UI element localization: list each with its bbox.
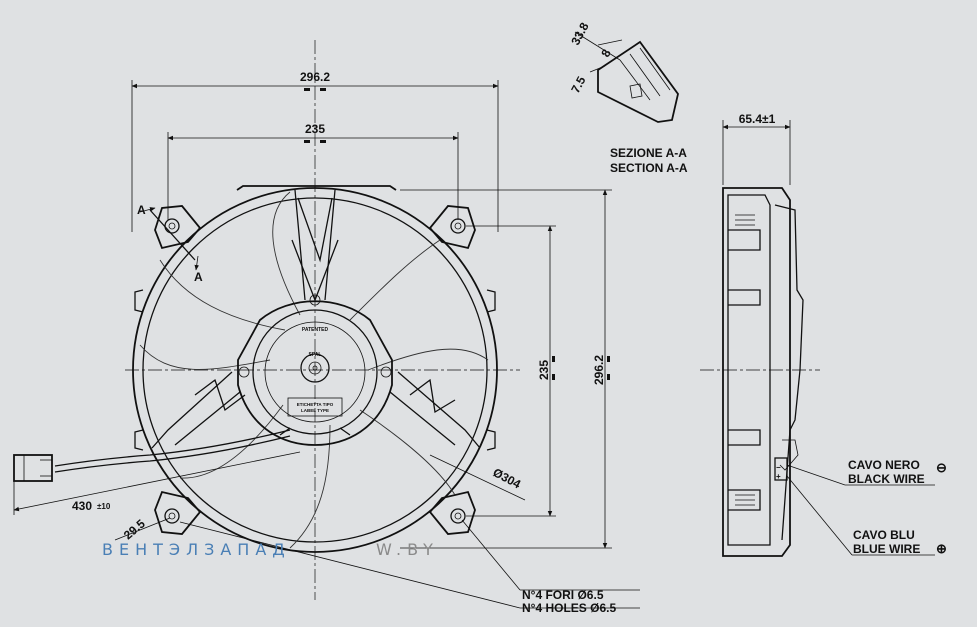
mounting-ear-br [428,490,476,535]
mounting-ear-tl [154,205,202,250]
dimension-hole-spacing-h: 235 [167,122,459,220]
dimension-fan-diameter: Ø304 [429,454,526,501]
watermark-right: W.BY [376,540,439,559]
section-marker-top: A [137,203,146,217]
svg-text:+: + [776,472,781,481]
patented-label: PATENTED [302,327,329,333]
blue-wire-it: CAVO BLU [853,528,915,542]
black-wire-en: BLACK WIRE [848,472,925,486]
black-wire-symbol: ⊖ [936,460,947,475]
cable-tolerance-value: ±10 [97,502,111,511]
mounting-ear-bl [154,490,202,535]
blue-wire-en: BLUE WIRE [853,542,920,556]
cable-assembly [13,429,291,482]
watermark: ВЕНТЭЛЗАПАД W.BY [102,540,439,559]
section-marker-bottom: A [194,270,203,284]
overall-width-value: 296.2 [300,70,330,84]
frame-spokes [151,189,481,449]
dimension-cable-length: 430 ±10 [13,451,301,515]
motor-hub: PATENTED SPAL ETICHETTA TIPO LABEL TYPE [237,294,393,446]
fan-front-view: PATENTED SPAL ETICHETTA TIPO LABEL TYPE [13,185,498,553]
fan-diameter-value: Ø304 [491,465,524,491]
section-dim-a: 33.8 [568,20,591,47]
section-dim-b: 8 [598,47,614,60]
fan-side-view: − + [722,187,804,557]
fan-blades [139,191,489,549]
holes-note-en: N°4 HOLES Ø6.5 [522,601,616,615]
blue-wire-symbol: ⊕ [936,541,947,556]
hole-spacing-v-value: 235 [537,360,551,380]
section-cut-markers: A A [137,203,203,284]
brand-label: SPAL [309,352,322,358]
angle-value: 29.5 [121,516,148,542]
holes-callout: N°4 FORI Ø6.5 N°4 HOLES Ø6.5 [179,519,640,615]
dimension-overall-width: 296.2 [131,70,499,232]
holes-note-it: N°4 FORI Ø6.5 [522,588,604,602]
wire-callouts: CAVO NERO BLACK WIRE ⊖ CAVO BLU BLUE WIR… [786,458,947,556]
section-title-en: SECTION A-A [610,161,688,175]
depth-value: 65.4±1 [739,112,776,126]
label-type-en: LABEL TYPE [301,408,329,413]
shroud-notches [134,289,496,451]
svg-text:−: − [776,463,781,472]
hole-spacing-h-value: 235 [305,122,325,136]
section-title-it: SEZIONE A-A [610,146,687,160]
dimension-depth: 65.4±1 [722,112,791,185]
dimension-hole-spacing-v: 235 [466,225,556,517]
dimension-overall-height: 296.2 [400,189,612,549]
section-detail: 33.8 8 7.5 SEZIONE A-A SECTION A-A [568,20,688,175]
overall-height-value: 296.2 [592,355,606,385]
black-wire-it: CAVO NERO [848,458,920,472]
section-dim-c: 7.5 [568,74,588,96]
watermark-left: ВЕНТЭЛЗАПАД [102,540,291,559]
cable-length-value: 430 [72,499,92,513]
label-type-it: ETICHETTA TIPO [297,402,334,407]
